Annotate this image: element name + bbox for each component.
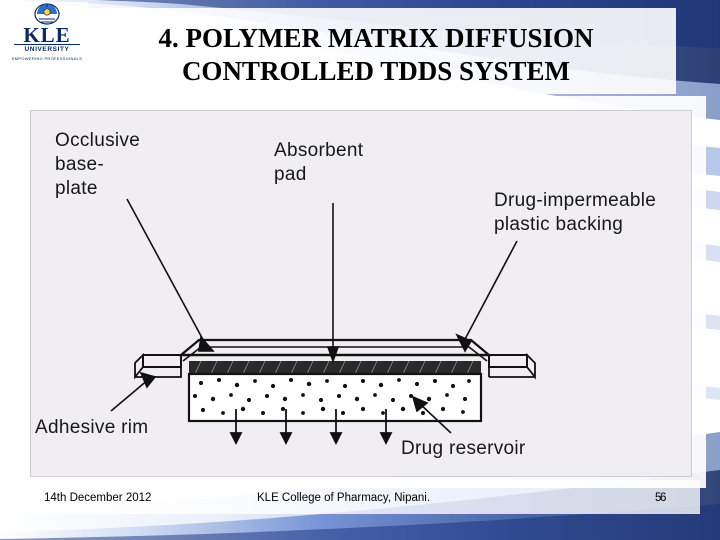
figure-panel: Occlusive base- plate Absorbent pad Drug… [30,110,692,477]
page-title-line-2: CONTROLLED TDDS SYSTEM [181,56,571,86]
figure-label-absorbent-pad: Absorbent pad [274,140,364,185]
footer-page-number-overlap: 6 [660,492,667,504]
tdds-schematic-drawing [110,198,536,446]
figure-label-drug-impermeable-plastic-backing: Drug-impermeable plastic backing [494,190,657,235]
logo-divider [14,44,80,45]
figure-label-occlusive-base-plate: Occlusive base- plate [55,130,141,199]
logo-subtitle: UNIVERSITY [24,46,70,53]
kle-logo: KLE UNIVERSITY EMPOWERING PROFESSIONALS [6,2,88,66]
kle-emblem-icon [34,3,60,25]
page-title: 4. POLYMER MATRIX DIFFUSION CONTROLLED T… [96,22,656,88]
footer-institution: KLE College of Pharmacy, Nipani. [257,492,431,504]
figure-label-adhesive-rim: Adhesive rim [35,417,149,438]
logo-wordmark: KLE [23,23,71,47]
page-title-line-1: 4. POLYMER MATRIX DIFFUSION [158,23,594,53]
footer-date: 14th December 2012 [44,492,152,504]
footer-page-number-primary: 5 [655,492,662,504]
logo-tagline: EMPOWERING PROFESSIONALS [11,56,83,61]
figure-label-drug-reservoir: Drug reservoir [401,438,526,459]
